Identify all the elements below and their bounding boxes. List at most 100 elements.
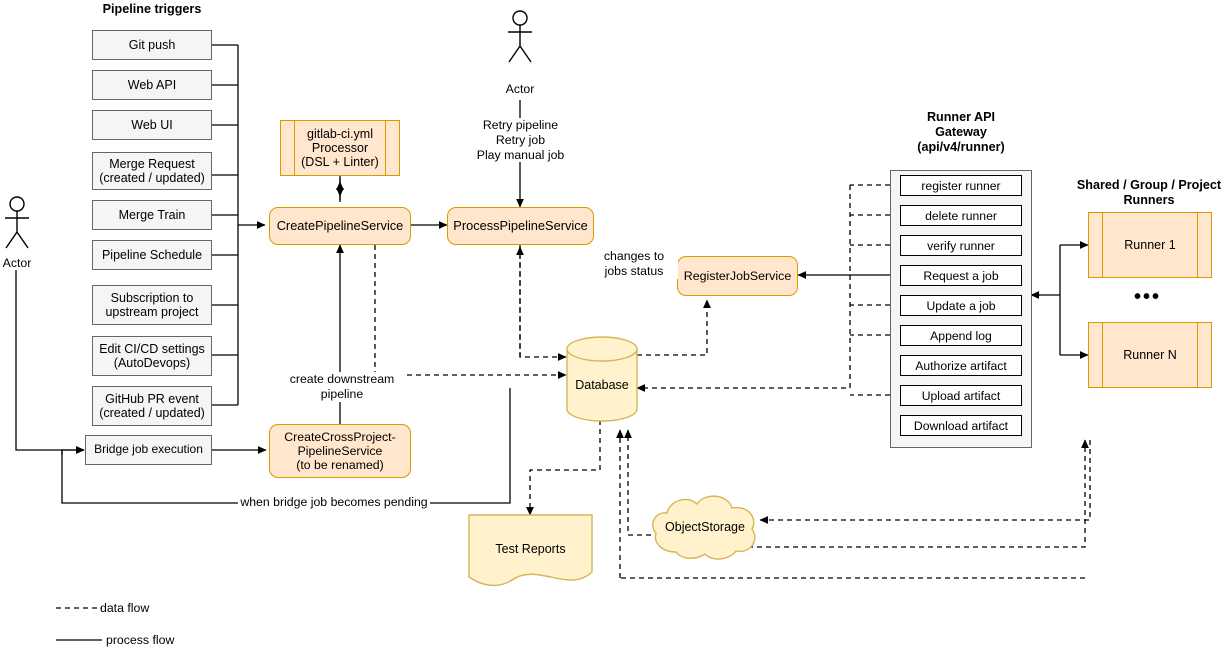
legend-dashed-line-icon xyxy=(56,607,102,609)
actor-left-label: Actor xyxy=(2,256,32,270)
service-line3: (to be renamed) xyxy=(296,458,384,473)
service-line1: CreateCrossProject- xyxy=(284,429,396,444)
register-job-service[interactable]: RegisterJobService xyxy=(677,256,798,296)
service-label: RegisterJobService xyxy=(683,268,792,283)
trigger-edit-cicd-settings[interactable]: Edit CI/CD settings (AutoDevops) xyxy=(92,336,212,376)
trigger-git-push[interactable]: Git push xyxy=(92,30,212,60)
test-reports-store[interactable]: Test Reports xyxy=(468,514,593,588)
runners-heading-line1: Shared / Group / Project xyxy=(1076,178,1222,192)
test-reports-label: Test Reports xyxy=(495,542,566,556)
runners-group-heading: Shared / Group / Project Runners xyxy=(1072,178,1226,208)
changes-line2: jobs status xyxy=(604,263,664,278)
endpoint-label: Update a job xyxy=(926,298,996,313)
processor-line3: (DSL + Linter) xyxy=(301,155,379,169)
endpoint-label: Download artifact xyxy=(913,418,1009,433)
database-store[interactable]: Database xyxy=(566,336,638,422)
document-icon xyxy=(468,514,593,587)
downstream-line2: pipeline xyxy=(320,386,364,401)
actor-left-icon xyxy=(5,196,29,249)
process-pipeline-service[interactable]: ProcessPipelineService xyxy=(447,207,594,245)
trigger-subscription-upstream[interactable]: Subscription to upstream project xyxy=(92,285,212,325)
trigger-merge-train[interactable]: Merge Train xyxy=(92,200,212,230)
trigger-label-line2: upstream project xyxy=(105,305,199,319)
legend-solid-line-icon xyxy=(56,639,102,641)
service-label: CreatePipelineService xyxy=(276,217,404,233)
gitlab-ci-yml-processor[interactable]: gitlab-ci.yml Processor (DSL + Linter) xyxy=(280,120,400,176)
legend-process-flow-label: process flow xyxy=(106,633,175,647)
database-label: Database xyxy=(575,378,629,392)
actor-top-label: Actor xyxy=(505,82,535,96)
gateway-heading-line3: (api/v4/runner) xyxy=(917,140,1005,155)
trigger-github-pr-event[interactable]: GitHub PR event (created / updated) xyxy=(92,386,212,426)
trigger-label-line1: Merge Request xyxy=(109,156,195,171)
endpoint-authorize-artifact[interactable]: Authorize artifact xyxy=(900,355,1022,376)
endpoint-label: register runner xyxy=(921,178,1001,193)
component-bar-right xyxy=(385,121,386,175)
endpoint-label: verify runner xyxy=(927,238,995,253)
endpoint-update-a-job[interactable]: Update a job xyxy=(900,295,1022,316)
retry-edge-label: Retry pipeline Retry job Play manual job xyxy=(463,118,578,163)
changes-to-jobs-status-label: changes to jobs status xyxy=(590,249,678,279)
component-bar-left xyxy=(1102,323,1103,387)
runner-label: Runner N xyxy=(1123,348,1177,362)
service-label: ProcessPipelineService xyxy=(453,217,588,233)
object-storage-label: ObjectStorage xyxy=(665,520,745,534)
gateway-heading-line2: Gateway xyxy=(935,125,987,140)
create-pipeline-service[interactable]: CreatePipelineService xyxy=(269,207,411,245)
runner-n[interactable]: Runner N xyxy=(1088,322,1212,388)
trigger-label-line1: Subscription to xyxy=(110,290,194,305)
trigger-web-ui[interactable]: Web UI xyxy=(92,110,212,140)
trigger-label: Merge Train xyxy=(118,207,186,222)
component-bar-right xyxy=(1197,213,1198,277)
component-bar-left xyxy=(1102,213,1103,277)
trigger-label: Bridge job execution xyxy=(94,442,203,457)
endpoint-verify-runner[interactable]: verify runner xyxy=(900,235,1022,256)
endpoint-upload-artifact[interactable]: Upload artifact xyxy=(900,385,1022,406)
trigger-label: Pipeline Schedule xyxy=(101,247,203,262)
trigger-label-line2: (AutoDevops) xyxy=(113,356,191,370)
legend-data-flow-label: data flow xyxy=(100,601,150,615)
trigger-label-line2: (created / updated) xyxy=(99,406,205,420)
gateway-heading-line1: Runner API xyxy=(926,110,996,124)
endpoint-delete-runner[interactable]: delete runner xyxy=(900,205,1022,226)
processor-line1: gitlab-ci.yml xyxy=(307,127,373,141)
trigger-web-api[interactable]: Web API xyxy=(92,70,212,100)
create-cross-project-pipeline-service[interactable]: CreateCrossProject- PipelineService (to … xyxy=(269,424,411,478)
retry-line1: Retry pipeline xyxy=(482,118,559,132)
runner-api-gateway-heading: Runner API Gateway (api/v4/runner) xyxy=(890,110,1032,155)
create-downstream-pipeline-label: create downstream pipeline xyxy=(280,372,404,402)
endpoint-label: Upload artifact xyxy=(921,388,1001,403)
service-line2: PipelineService xyxy=(297,443,383,458)
trigger-bridge-job-execution[interactable]: Bridge job execution xyxy=(85,435,212,465)
pipeline-triggers-heading: Pipeline triggers xyxy=(102,2,202,16)
endpoint-download-artifact[interactable]: Download artifact xyxy=(900,415,1022,436)
trigger-label: Web API xyxy=(127,77,177,92)
processor-line2: Processor xyxy=(311,141,369,155)
endpoint-request-a-job[interactable]: Request a job xyxy=(900,265,1022,286)
component-bar-left xyxy=(294,121,295,175)
runners-ellipsis: ••• xyxy=(1134,286,1162,308)
endpoint-label: Append log xyxy=(930,328,992,343)
changes-line1: changes to xyxy=(603,249,665,263)
runners-heading-line2: Runners xyxy=(1123,193,1175,208)
trigger-pipeline-schedule[interactable]: Pipeline Schedule xyxy=(92,240,212,270)
runner-1[interactable]: Runner 1 xyxy=(1088,212,1212,278)
bridge-pending-label: when bridge job becomes pending xyxy=(238,495,430,510)
component-bar-right xyxy=(1197,323,1198,387)
object-storage[interactable]: ObjectStorage xyxy=(650,490,760,562)
trigger-merge-request[interactable]: Merge Request (created / updated) xyxy=(92,152,212,190)
actor-top-icon xyxy=(508,10,532,63)
trigger-label: Git push xyxy=(128,37,176,52)
cloud-icon xyxy=(652,495,756,560)
downstream-line1: create downstream xyxy=(289,372,395,386)
trigger-label-line2: (created / updated) xyxy=(99,171,205,185)
endpoint-label: Authorize artifact xyxy=(915,358,1007,373)
endpoint-append-log[interactable]: Append log xyxy=(900,325,1022,346)
retry-line3: Play manual job xyxy=(476,147,565,162)
trigger-label: Web UI xyxy=(131,117,173,132)
runner-label: Runner 1 xyxy=(1124,238,1176,252)
endpoint-label: Request a job xyxy=(923,268,999,283)
database-icon xyxy=(566,336,638,422)
endpoint-register-runner[interactable]: register runner xyxy=(900,175,1022,196)
